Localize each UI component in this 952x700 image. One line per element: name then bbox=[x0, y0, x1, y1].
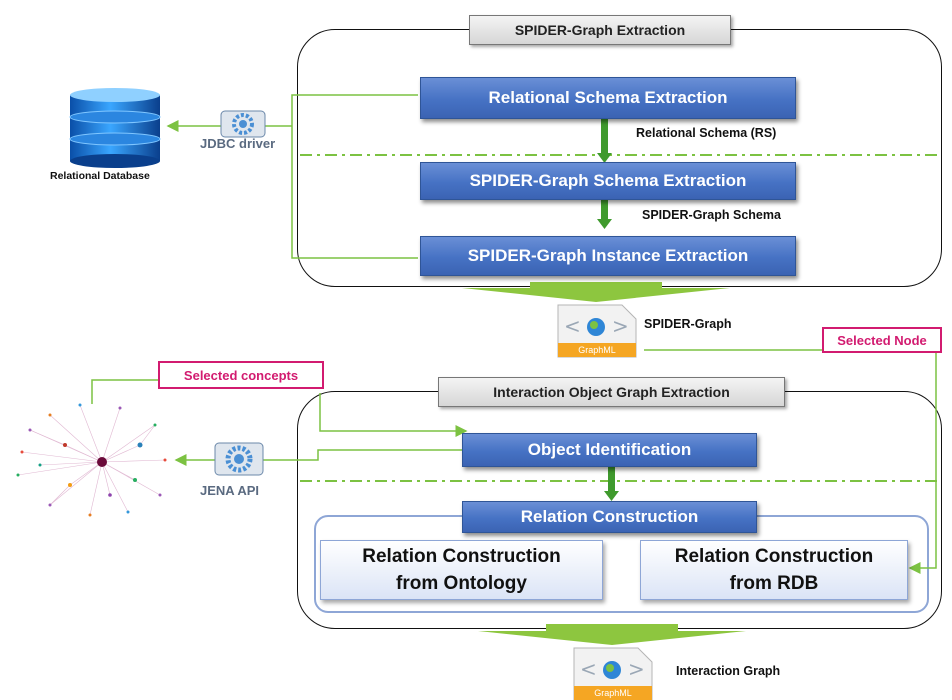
connector-selected-concepts bbox=[319, 393, 468, 437]
rc-ontology-line2: from Ontology bbox=[396, 573, 527, 594]
gear-icon bbox=[214, 442, 264, 476]
arrow-icon bbox=[478, 631, 746, 645]
database-icon bbox=[69, 88, 161, 168]
relation-construction-rdb-box[interactable]: Relation Construction from RDB bbox=[640, 540, 908, 600]
gear-icon bbox=[220, 110, 266, 138]
graphml-label: GraphML bbox=[578, 345, 616, 355]
svg-text:>: > bbox=[628, 657, 645, 681]
spider-schema-extraction-box[interactable]: SPIDER-Graph Schema Extraction bbox=[420, 162, 796, 200]
connector-selected-node bbox=[644, 349, 937, 574]
spider-extraction-title: SPIDER-Graph Extraction bbox=[469, 15, 731, 45]
jena-api-label: JENA API bbox=[200, 483, 259, 498]
relation-construction-box[interactable]: Relation Construction bbox=[462, 501, 757, 533]
connector-jdbc-bracket bbox=[291, 94, 418, 259]
relational-schema-extraction-box[interactable]: Relational Schema Extraction bbox=[420, 77, 796, 119]
relation-construction-ontology-box[interactable]: Relation Construction from Ontology bbox=[320, 540, 603, 600]
selected-concepts-tag[interactable]: Selected concepts bbox=[158, 361, 324, 389]
connector-selected-concepts-top bbox=[91, 379, 158, 404]
svg-text:<: < bbox=[580, 657, 597, 681]
graphml-file-icon: < > GraphML bbox=[572, 646, 654, 700]
relational-schema-label: Relational Schema (RS) bbox=[636, 126, 777, 140]
svg-text:<: < bbox=[564, 314, 581, 338]
jdbc-driver-label: JDBC driver bbox=[200, 136, 276, 151]
selected-node-tag[interactable]: Selected Node bbox=[822, 327, 942, 353]
rc-rdb-line2: from RDB bbox=[729, 573, 819, 594]
graphml-file-icon: < > GraphML bbox=[556, 303, 638, 359]
spider-graph-schema-label: SPIDER-Graph Schema bbox=[642, 208, 781, 222]
rc-ontology-line1: Relation Construction bbox=[362, 546, 561, 567]
interaction-graph-label: Interaction Graph bbox=[676, 664, 781, 678]
graphml-label: GraphML bbox=[594, 688, 632, 698]
spider-graph-label: SPIDER-Graph bbox=[644, 317, 732, 331]
spider-instance-extraction-box[interactable]: SPIDER-Graph Instance Extraction bbox=[420, 236, 796, 276]
interaction-extraction-title: Interaction Object Graph Extraction bbox=[438, 377, 785, 407]
rc-rdb-line1: Relation Construction bbox=[674, 546, 874, 567]
relational-database-label: Relational Database bbox=[50, 170, 150, 182]
object-identification-box[interactable]: Object Identification bbox=[462, 433, 757, 467]
svg-text:>: > bbox=[612, 314, 629, 338]
network-graph-icon bbox=[16, 403, 167, 517]
arrow-icon bbox=[462, 288, 730, 302]
